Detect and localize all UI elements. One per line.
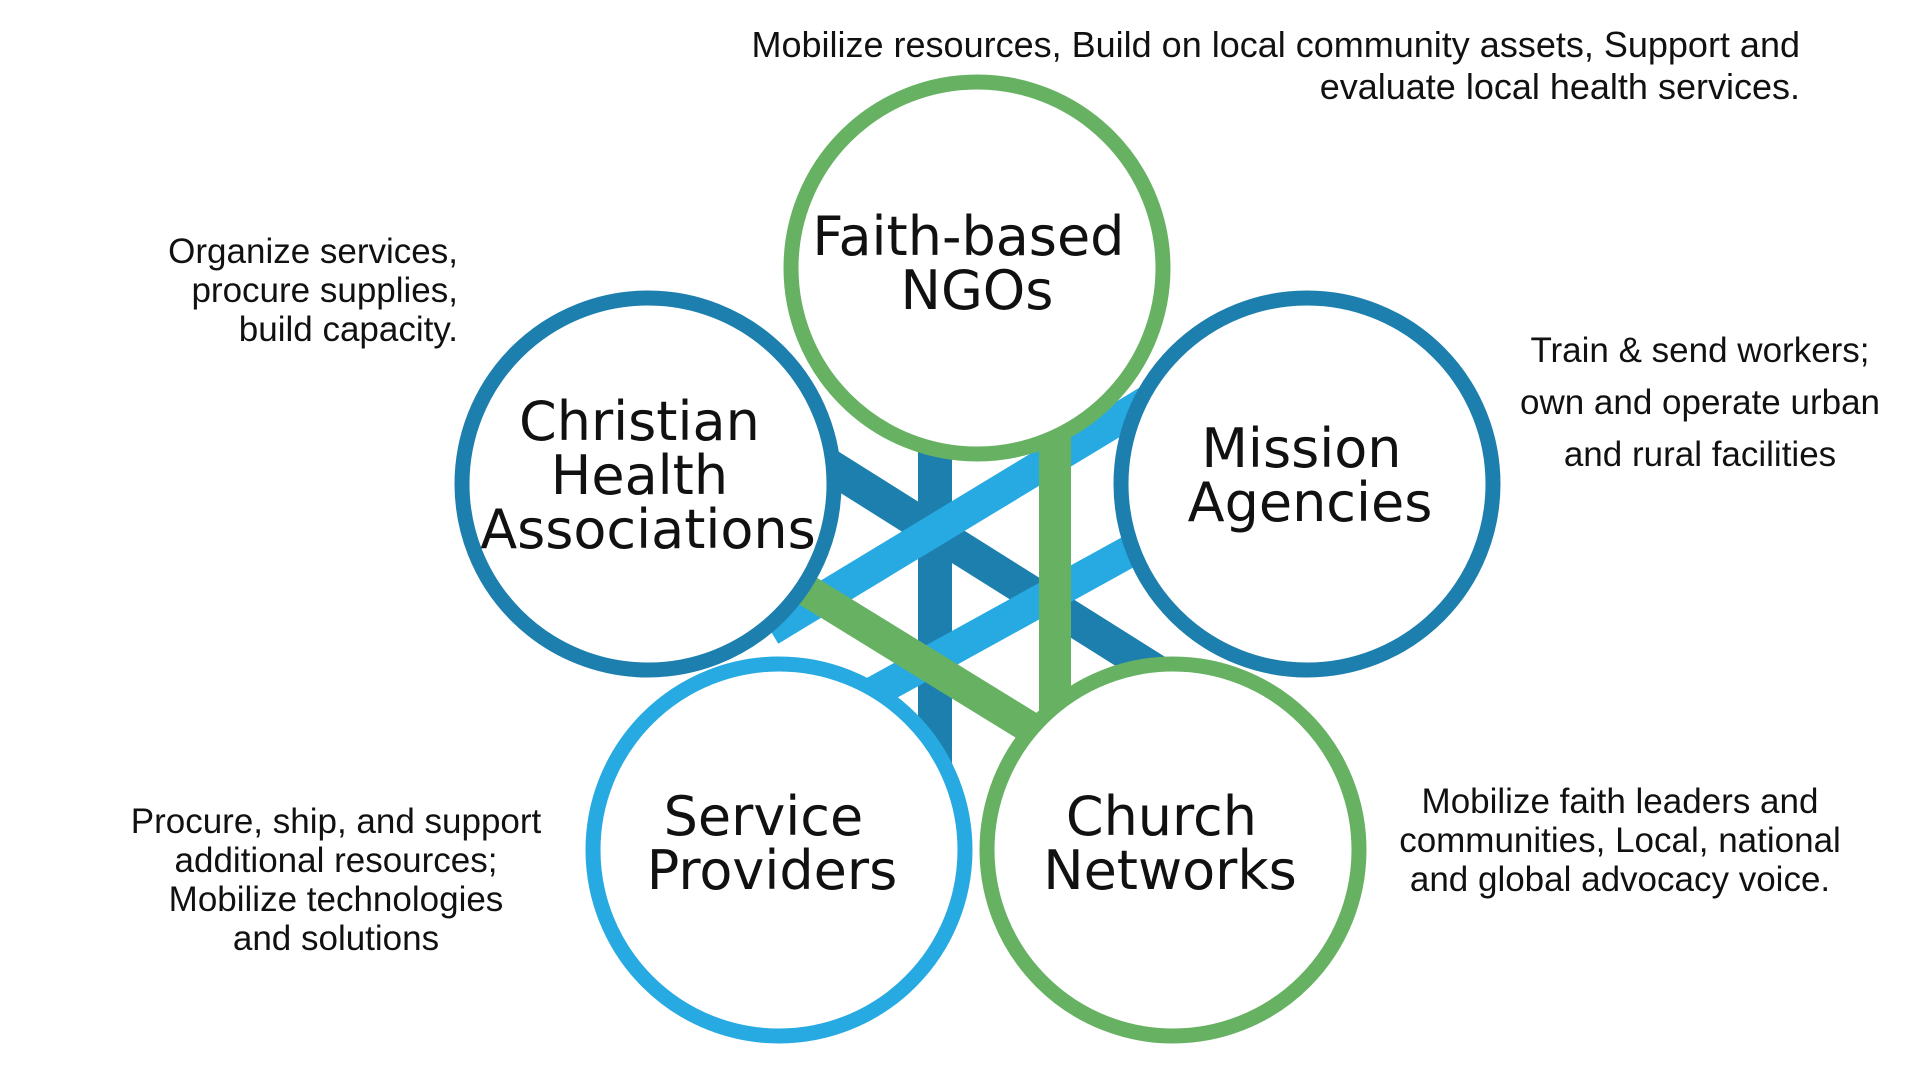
connector-service-providers-to-mission-agencies (852, 525, 1158, 715)
node-label-line: Service (664, 785, 864, 848)
node-christian-health-associations: Christian Health Associations (454, 290, 842, 678)
description-line: additional resources; (174, 841, 498, 880)
description-service-providers: Procure, ship, and support additional re… (112, 802, 560, 958)
node-label-line: Mission (1201, 417, 1401, 480)
svg-text:Mission Agencies: Mission Agencies (1188, 417, 1433, 534)
connector-christian-health-to-church-networks (810, 445, 1180, 695)
description-line: Mobilize technologies (168, 880, 504, 919)
svg-text:Faith-based NGOs: Faith-based NGOs (812, 205, 1141, 322)
node-label-line: Networks (1043, 839, 1297, 902)
description-line: Organize services, (168, 232, 458, 271)
node-service-providers: Service Providers (585, 656, 973, 1044)
ring-christian-health-associations (454, 290, 842, 678)
connector-christian-health-to-church-networks-green (781, 566, 1059, 754)
description-line: Procure, ship, and support (130, 802, 542, 841)
description-line: and solutions (232, 919, 440, 958)
ring-mission-agencies (1113, 290, 1501, 678)
node-label-line: Christian (519, 390, 760, 453)
node-label-line: Health (551, 444, 728, 507)
node-mission-agencies: Mission Agencies (1113, 290, 1501, 678)
node-label-line: Faith-based (812, 205, 1124, 268)
node-label-line: Agencies (1188, 471, 1433, 534)
description-mission-agencies: Train & send workers; own and operate ur… (1520, 325, 1880, 481)
connectors (761, 386, 1180, 780)
description-line: communities, Local, national (1399, 821, 1841, 860)
description-line: build capacity. (238, 310, 458, 349)
description-christian-health-associations: Organize services, procure supplies, bui… (168, 232, 458, 349)
ring-church-networks (979, 656, 1367, 1044)
ring-service-providers (585, 656, 973, 1044)
ring-faith-based-ngos (783, 74, 1171, 462)
svg-text:Church Networks: Church Networks (1043, 785, 1297, 902)
description-line: and global advocacy voice. (1409, 860, 1831, 899)
description-line: evaluate local health services. (1319, 66, 1800, 107)
node-church-networks: Church Networks (979, 656, 1367, 1044)
description-line: Train & send workers; (1530, 331, 1870, 370)
svg-text:Service Providers: Service Providers (647, 785, 897, 902)
description-church-networks: Mobilize faith leaders and communities, … (1380, 782, 1860, 899)
description-line: Mobilize faith leaders and (1421, 782, 1819, 821)
description-faith-based-ngos: Mobilize resources, Build on local commu… (752, 24, 1801, 108)
description-line: Mobilize resources, Build on local commu… (751, 24, 1801, 65)
svg-text:Christian Health A: Christian Health Associations (480, 390, 816, 561)
node-label-line: Providers (647, 839, 897, 902)
node-label-line: NGOs (901, 259, 1054, 322)
node-label-line: Church (1066, 785, 1257, 848)
description-line: own and operate urban (1520, 383, 1880, 422)
node-label-line: Associations (480, 498, 816, 561)
description-line: procure supplies, (191, 271, 458, 310)
node-faith-based-ngos: Faith-based NGOs (783, 74, 1171, 462)
description-line: and rural facilities (1563, 435, 1837, 474)
